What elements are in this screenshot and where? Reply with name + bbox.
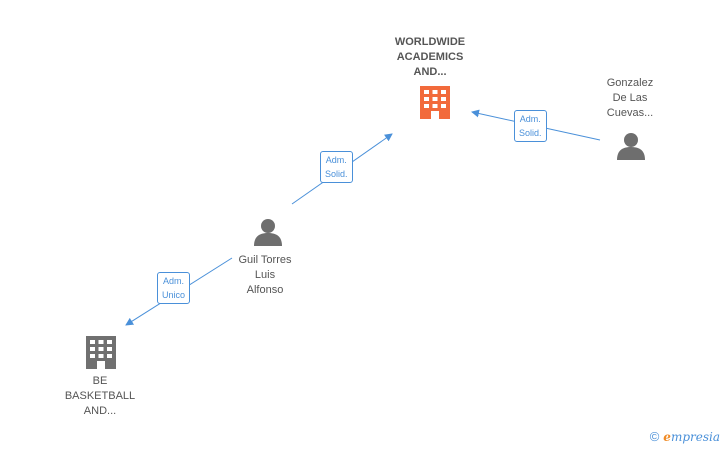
building-icon[interactable] bbox=[86, 336, 116, 369]
person-icon[interactable] bbox=[617, 133, 645, 160]
edge-label-adm-solid: Adm. Solid. bbox=[514, 110, 547, 142]
node-label-guil-torres[interactable]: Guil Torres Luis Alfonso bbox=[238, 254, 292, 296]
edge-label-adm-solid: Adm. Solid. bbox=[320, 151, 353, 183]
node-label-worldwide-academics[interactable]: WORLDWIDE ACADEMICS AND... bbox=[394, 36, 466, 78]
edge-label-adm-unico: Adm. Unico bbox=[157, 272, 191, 304]
copyright-icon: © bbox=[649, 429, 660, 444]
building-icon[interactable] bbox=[420, 86, 450, 119]
copyright-footer: © empresia bbox=[650, 429, 720, 444]
node-label-be-basketball[interactable]: BE BASKETBALL AND... bbox=[64, 375, 136, 417]
node-label-gonzalez[interactable]: Gonzalez De Las Cuevas... bbox=[606, 77, 654, 119]
empresia-logo[interactable]: empresia bbox=[663, 429, 720, 444]
person-icon[interactable] bbox=[254, 219, 282, 246]
